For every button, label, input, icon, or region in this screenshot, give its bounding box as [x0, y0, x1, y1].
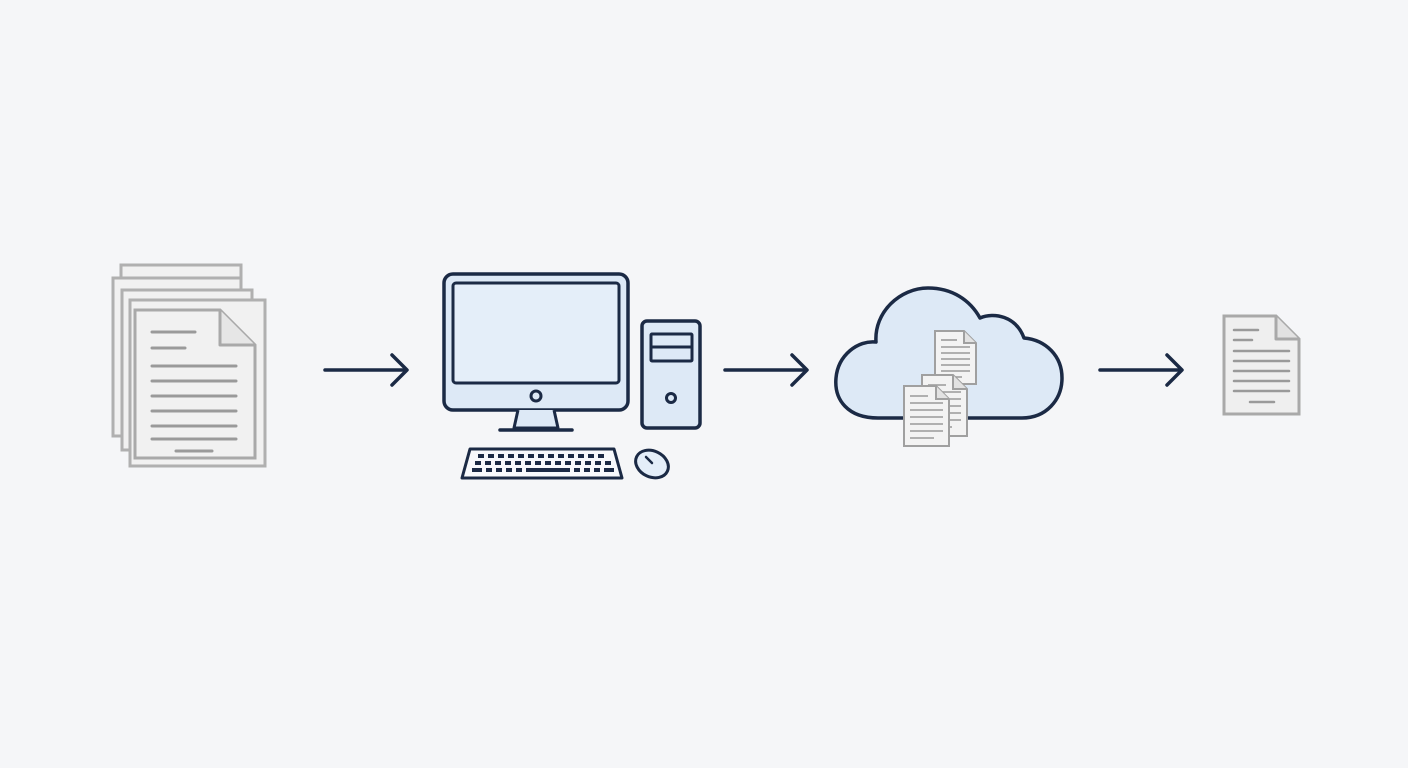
single-document-icon — [1222, 314, 1301, 416]
arrow-right-icon — [323, 353, 409, 387]
cloud-document-3 — [903, 385, 950, 447]
arrow-right-icon — [1098, 353, 1184, 387]
cloud-documents-icon — [834, 286, 1064, 447]
desktop-computer-icon — [442, 272, 702, 480]
cloud-document-1 — [934, 330, 977, 385]
arrow-right-icon — [723, 353, 809, 387]
document-stack-icon — [111, 263, 267, 468]
